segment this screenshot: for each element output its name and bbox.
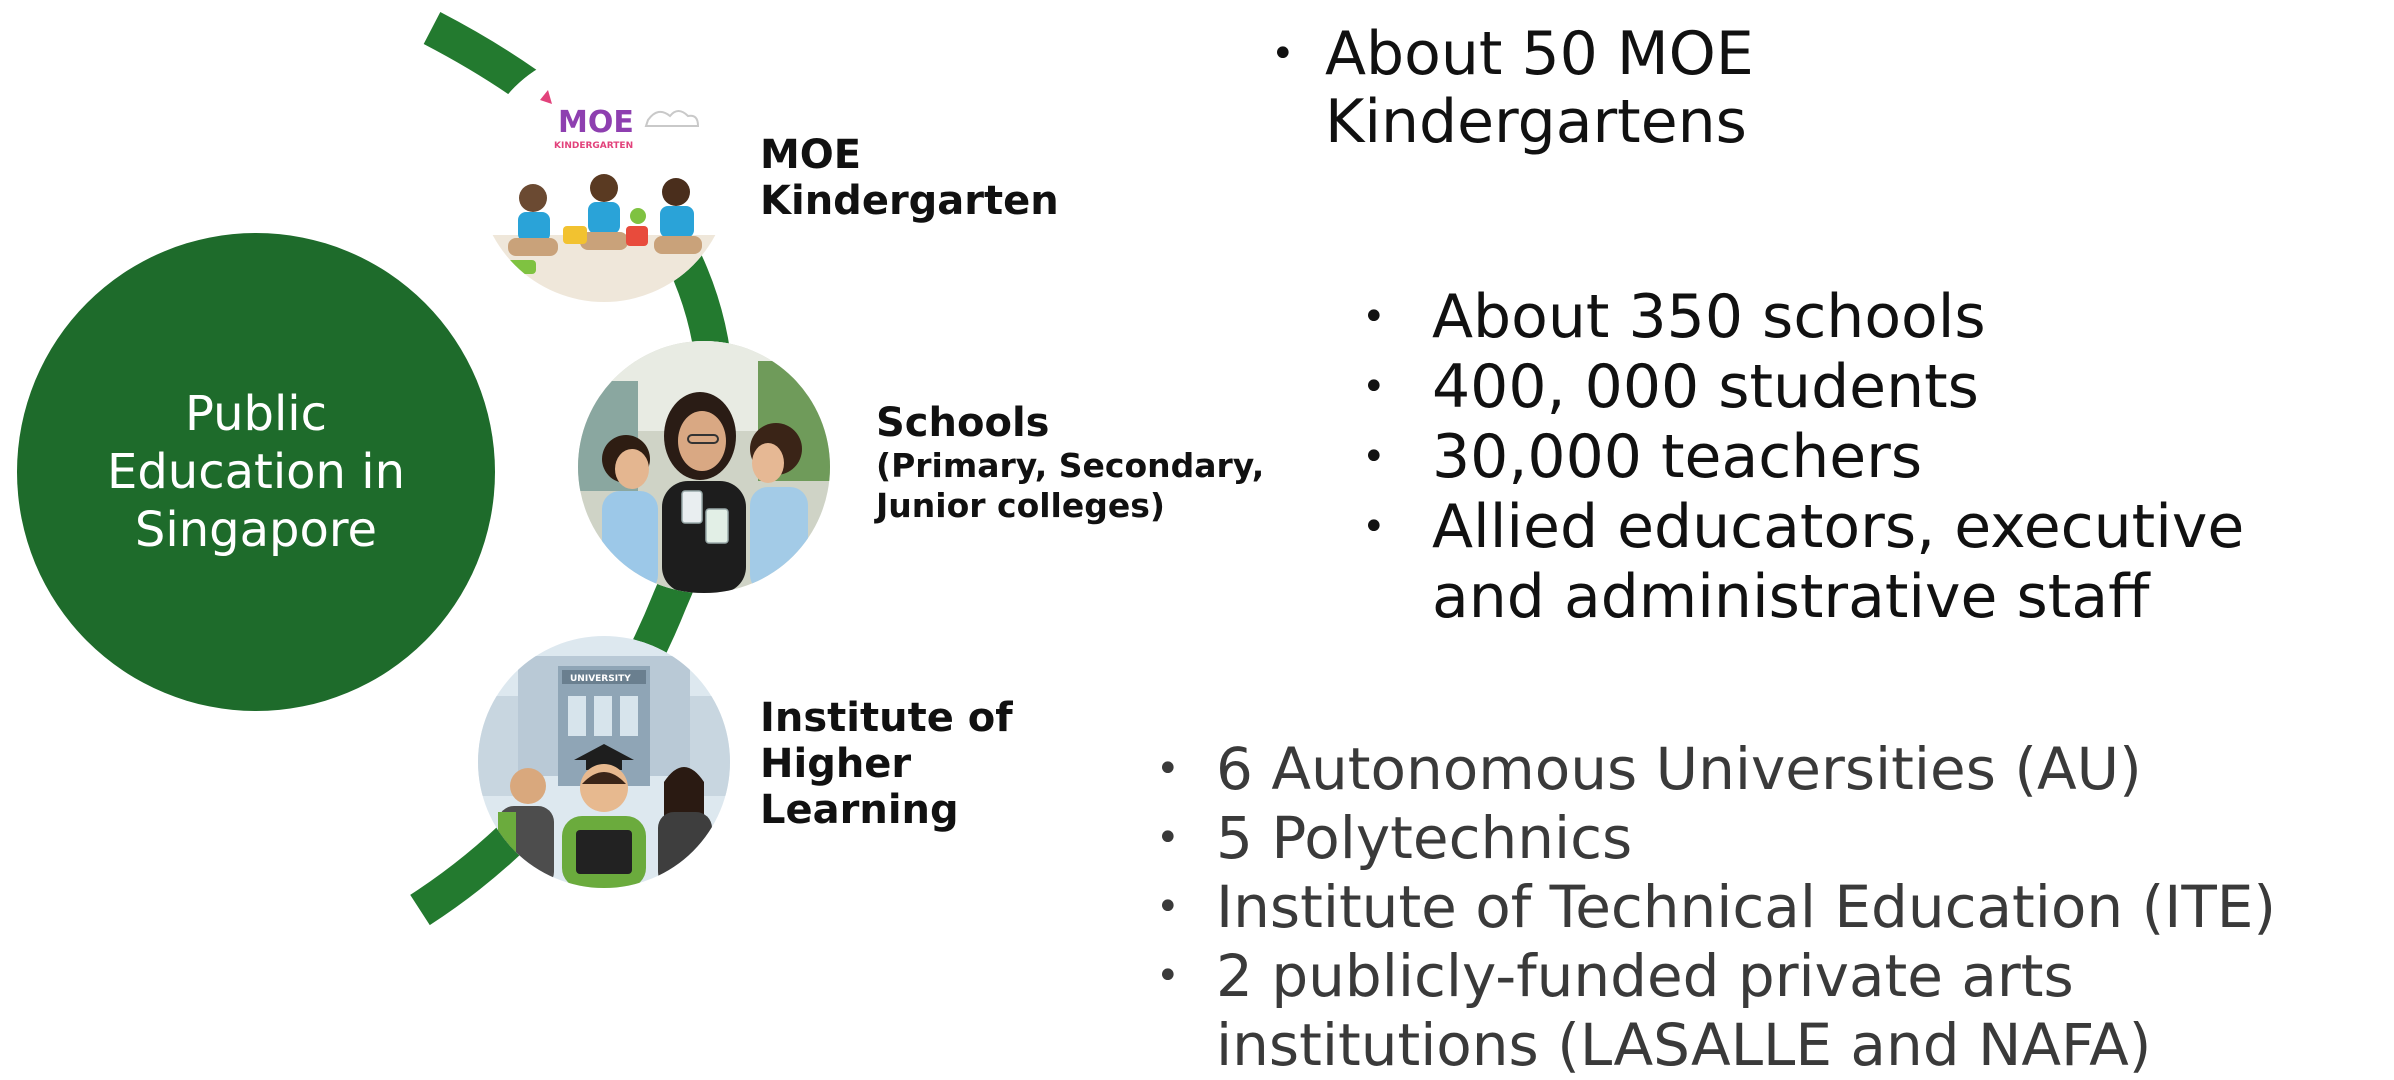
- kindergarten-label: MOE Kindergarten: [760, 132, 1100, 224]
- kindergarten-title-line2: Kindergarten: [760, 178, 1059, 224]
- fact-item: Allied educators, executive and administ…: [1362, 492, 2332, 632]
- ihl-facts: 6 Autonomous Universities (AU) 5 Polytec…: [1156, 735, 2386, 1080]
- schools-photo: [578, 341, 830, 593]
- kindergarten-title-line1: MOE: [760, 132, 862, 178]
- hub-circle: Public Education in Singapore: [17, 233, 495, 711]
- moe-logo-text: MOE: [558, 105, 634, 140]
- schools-facts: About 350 schools 400, 000 students 30,0…: [1362, 282, 2332, 632]
- moe-logo-subtext: KINDERGARTEN: [554, 141, 633, 151]
- fact-item: About 50 MOE Kindergartens: [1271, 20, 1845, 156]
- fact-item: 2 publicly-funded private arts instituti…: [1156, 942, 2386, 1080]
- schools-title: Schools: [876, 400, 1050, 446]
- schools-subtitle: (Primary, Secondary, Junior colleges): [876, 446, 1265, 525]
- fact-item: About 350 schools: [1362, 282, 2332, 352]
- hub-label: Public Education in Singapore: [107, 386, 405, 558]
- kindergarten-photo: MOE KINDERGARTEN: [478, 50, 730, 302]
- ihl-label: Institute of Higher Learning: [760, 695, 1060, 833]
- ihl-title: Institute of Higher Learning: [760, 695, 1013, 833]
- university-sign-text: UNIVERSITY: [570, 674, 631, 684]
- fact-item: 30,000 teachers: [1362, 422, 2332, 492]
- fact-item: 6 Autonomous Universities (AU): [1156, 735, 2386, 804]
- fact-item: 5 Polytechnics: [1156, 804, 2386, 873]
- fact-item: 400, 000 students: [1362, 352, 2332, 422]
- schools-label: Schools (Primary, Secondary, Junior coll…: [876, 400, 1316, 526]
- fact-item: Institute of Technical Education (ITE): [1156, 873, 2386, 942]
- ihl-photo: UNIVERSITY: [478, 636, 730, 888]
- kindergarten-facts: About 50 MOE Kindergartens: [1271, 20, 1845, 156]
